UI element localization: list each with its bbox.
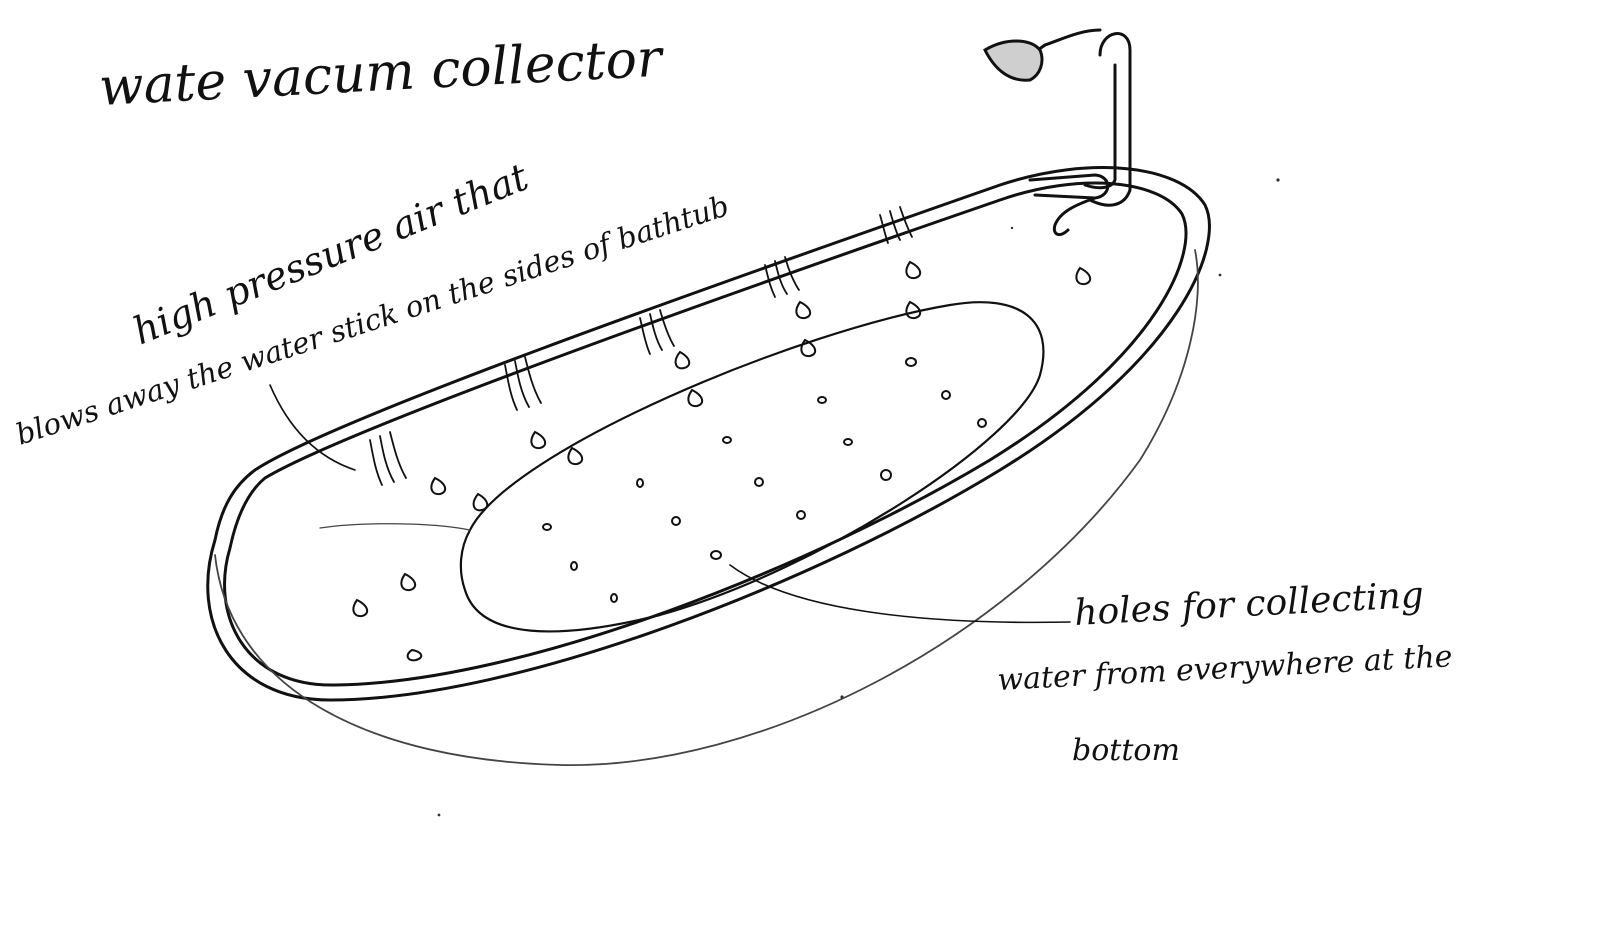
shower-head-icon — [983, 28, 1102, 82]
holes-annotation-line1: holes for collecting — [1073, 575, 1424, 634]
bathtub-outer-rim — [206, 166, 1211, 702]
paper-specks — [437, 178, 1280, 817]
holes-annotation-line2: water from everywhere at the — [997, 639, 1454, 698]
bathtub-floor-oval — [459, 301, 1045, 633]
sketch-title: wate vacum collector — [98, 28, 667, 118]
floor-holes — [542, 357, 987, 603]
bathtub-outer-body — [214, 249, 1199, 766]
bathtub-inner-rim — [223, 181, 1188, 687]
faucet-icon — [1028, 32, 1132, 237]
holes-leader-line — [729, 564, 1071, 624]
holes-annotation-line3: bottom — [1072, 733, 1180, 768]
air-leader-line — [269, 384, 356, 471]
water-drops — [352, 260, 1092, 662]
bathtub-inner-wall-line — [319, 523, 471, 531]
air-jets — [369, 206, 913, 486]
